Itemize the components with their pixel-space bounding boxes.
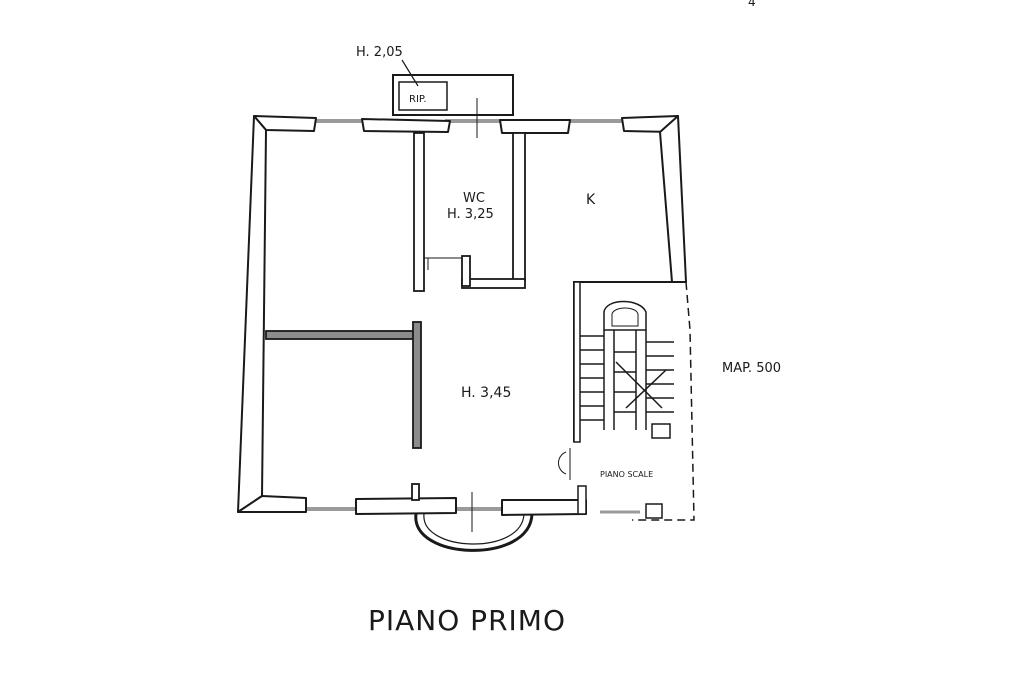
wc-door-marks (424, 98, 478, 270)
outer-walls (237, 115, 687, 516)
plan-title: PIANO PRIMO (368, 604, 566, 637)
main-height-label: H. 3,45 (461, 385, 511, 401)
stairwell (573, 281, 695, 521)
bay-window (414, 513, 534, 552)
stairs-label: PIANO SCALE (600, 470, 653, 479)
interior-walls (265, 132, 526, 501)
map-reference-label: MAP. 500 (722, 361, 781, 376)
storage-room-label: RIP. (409, 94, 427, 105)
storage-annex (392, 74, 514, 116)
kitchen-room-label: K (586, 192, 596, 208)
wc-height-label: H. 3,25 (447, 207, 494, 222)
corner-mark: 4 (748, 0, 756, 9)
wc-room-label: WC (463, 191, 485, 206)
stair-door-arc (558, 451, 567, 475)
storage-height-label: H. 2,05 (356, 45, 403, 60)
storage-pointer-line (401, 59, 419, 87)
